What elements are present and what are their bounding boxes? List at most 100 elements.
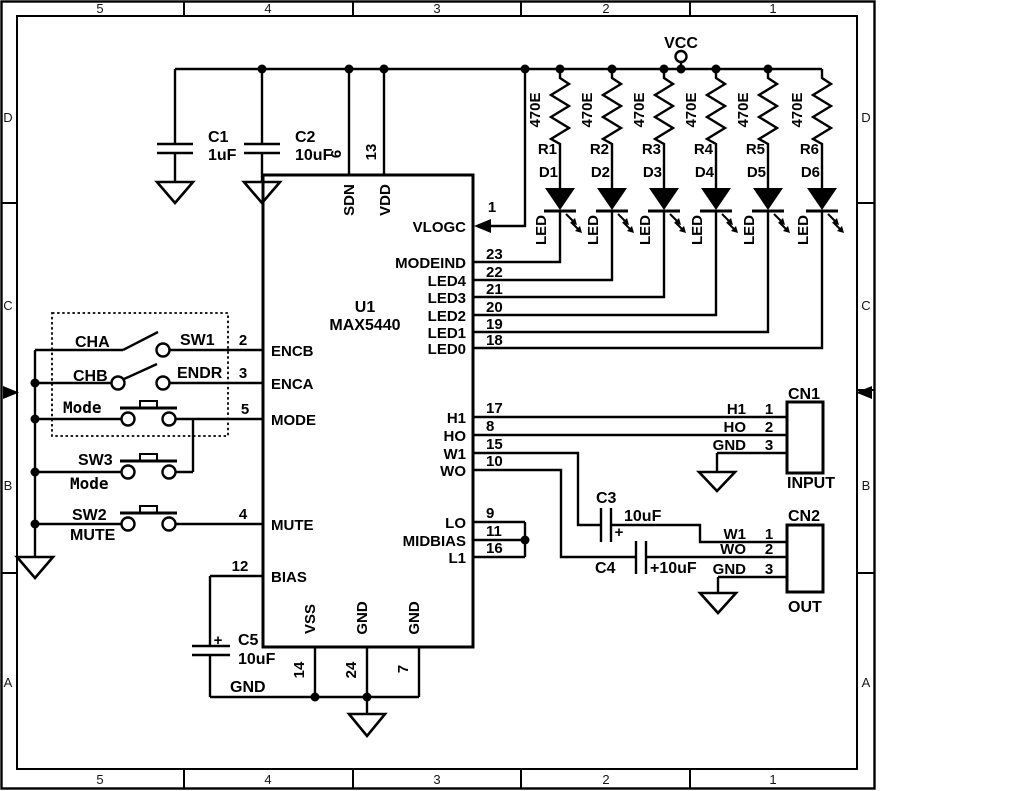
cn1-caption: INPUT [787, 475, 835, 492]
led-emission-arrow-icon [778, 221, 787, 230]
cn2-body [785, 523, 825, 594]
endr-contact [110, 375, 126, 391]
endr-ref: ENDR [177, 365, 223, 382]
r6-value: 470E [789, 92, 806, 127]
switch-panel: CHA SW1 CHB ENDR Mode SW3 [14, 312, 263, 580]
sw2-plunger [139, 505, 158, 512]
pin-label-lo: LO [445, 515, 466, 532]
sw1-contact [155, 342, 171, 358]
pin-num-vdd: 13 [363, 144, 380, 161]
c1-value: 1uF [208, 147, 237, 164]
connector-cn1: CN1 INPUT H1 HO GND 1 2 3 [695, 386, 835, 493]
endr-contact [155, 375, 171, 391]
c5-value: 10uF [238, 651, 276, 668]
encoder-dotted-box [51, 312, 229, 437]
cn1-gnd-wire [715, 451, 787, 472]
capacitor-c2: C2 10uF [241, 69, 333, 205]
audio-wires: C3 10uF + C4 +10uF [473, 415, 787, 577]
ground-icon [697, 591, 739, 615]
led-emission-arrow-icon [622, 221, 631, 230]
sw2-ref: SW2 [72, 507, 107, 524]
pin-num-modeind: 23 [486, 246, 503, 263]
c3-value: 10uF [624, 508, 662, 525]
mode-btn-label: Mode [63, 398, 102, 417]
sw2-contact [120, 516, 136, 532]
bottom-pin-wires [313, 647, 421, 697]
d2-ref: D2 [591, 164, 610, 181]
connector-cn2: CN2 OUT W1 WO GND 1 2 3 [697, 508, 825, 616]
switch-sw3: SW3 Mode [35, 452, 193, 493]
c4-ref: C4 [595, 560, 616, 577]
pin-num-l1: 16 [486, 540, 503, 557]
d5-ref: D5 [747, 164, 766, 181]
zone-label-right-d: D [861, 110, 870, 125]
capacitor-c1: C1 1uF [154, 69, 237, 205]
led-channel-5: 470E R5 D5 LED [473, 69, 790, 334]
c5-ref: C5 [238, 632, 259, 649]
d2-type-label: LED [585, 215, 602, 245]
pin-label-modeind: MODEIND [395, 255, 466, 272]
pin-num-led1: 19 [486, 316, 503, 333]
led-d2-symbol [597, 188, 627, 210]
c3-ref: C3 [596, 490, 617, 507]
pin-num-w1: 15 [486, 436, 503, 453]
led-emission-arrow-icon [674, 221, 683, 230]
frame-outer-border [0, 0, 876, 790]
zone-label-left-b: B [4, 478, 13, 493]
pin-label-mode: MODE [271, 412, 316, 429]
bias-c5-ground: + C5 10uF GND [192, 574, 419, 739]
pin-label-l1: L1 [448, 550, 466, 567]
zone-label-right-b: B [862, 478, 871, 493]
capacitor-c1-symbol [157, 69, 193, 182]
pin-num-midbias: 11 [486, 523, 502, 540]
led-emission-arrow-icon [575, 226, 582, 233]
led-emission-arrow-icon [773, 213, 782, 222]
led-emission-arrow-icon [570, 221, 579, 230]
zone-label-left-a: A [4, 675, 13, 690]
led-channel-4: 470E R4 D4 LED [473, 69, 738, 317]
pin-label-vss: VSS [302, 604, 319, 634]
r3-ref: R3 [642, 141, 661, 158]
pin-num-lo: 9 [486, 505, 494, 522]
wo-wire [473, 468, 787, 559]
sw3-contact [161, 464, 177, 480]
ground-icon [154, 180, 196, 205]
d1-ref: D1 [539, 164, 558, 181]
sw1-net-label: CHA [75, 334, 110, 351]
capacitor-c2-symbol [244, 69, 280, 182]
pin-label-bias: BIAS [271, 569, 307, 586]
capacitor-c4-symbol [634, 541, 648, 574]
vcc-label: VCC [664, 35, 698, 52]
pin-num-bias: 12 [232, 558, 249, 575]
sheet-frame: 5 4 3 2 1 5 4 3 2 1 D C B A D C B A [0, 0, 876, 790]
ic-part-number: MAX5440 [329, 317, 400, 334]
cn2-ref: CN2 [788, 508, 820, 525]
resistor-r4-symbol [704, 69, 728, 188]
led-d5-symbol [753, 188, 783, 210]
pin-num-ho: 8 [486, 418, 494, 435]
pin-label-vlogc: VLOGC [413, 219, 467, 236]
bias-c5-wires [192, 574, 419, 699]
led-emission-arrow-icon [617, 213, 626, 222]
zone-label-top-1: 1 [769, 1, 776, 16]
pin-num-gnd7: 7 [395, 665, 412, 673]
mode-btn-plunger [139, 400, 158, 407]
cn2-pin3-num: 3 [765, 561, 773, 578]
pin-label-encb: ENCB [271, 343, 314, 360]
c1-ref: C1 [208, 129, 229, 146]
resistor-r5-symbol [756, 69, 780, 188]
d6-type-label: LED [795, 215, 812, 245]
led-d1-to-pin23-wire [473, 212, 562, 264]
d4-ref: D4 [695, 164, 715, 181]
cn2-pin3-net: GND [713, 561, 747, 578]
r4-ref: R4 [694, 141, 714, 158]
d3-type-label: LED [637, 215, 654, 245]
pin-num-h1: 17 [486, 400, 503, 417]
r3-value: 470E [631, 92, 648, 127]
led-channel-1: 470E R1 D1 LED [473, 69, 582, 264]
vcc-terminal-icon [674, 49, 688, 64]
ground-icon [695, 470, 739, 493]
pin-wire-sdn-vdd [347, 69, 386, 175]
